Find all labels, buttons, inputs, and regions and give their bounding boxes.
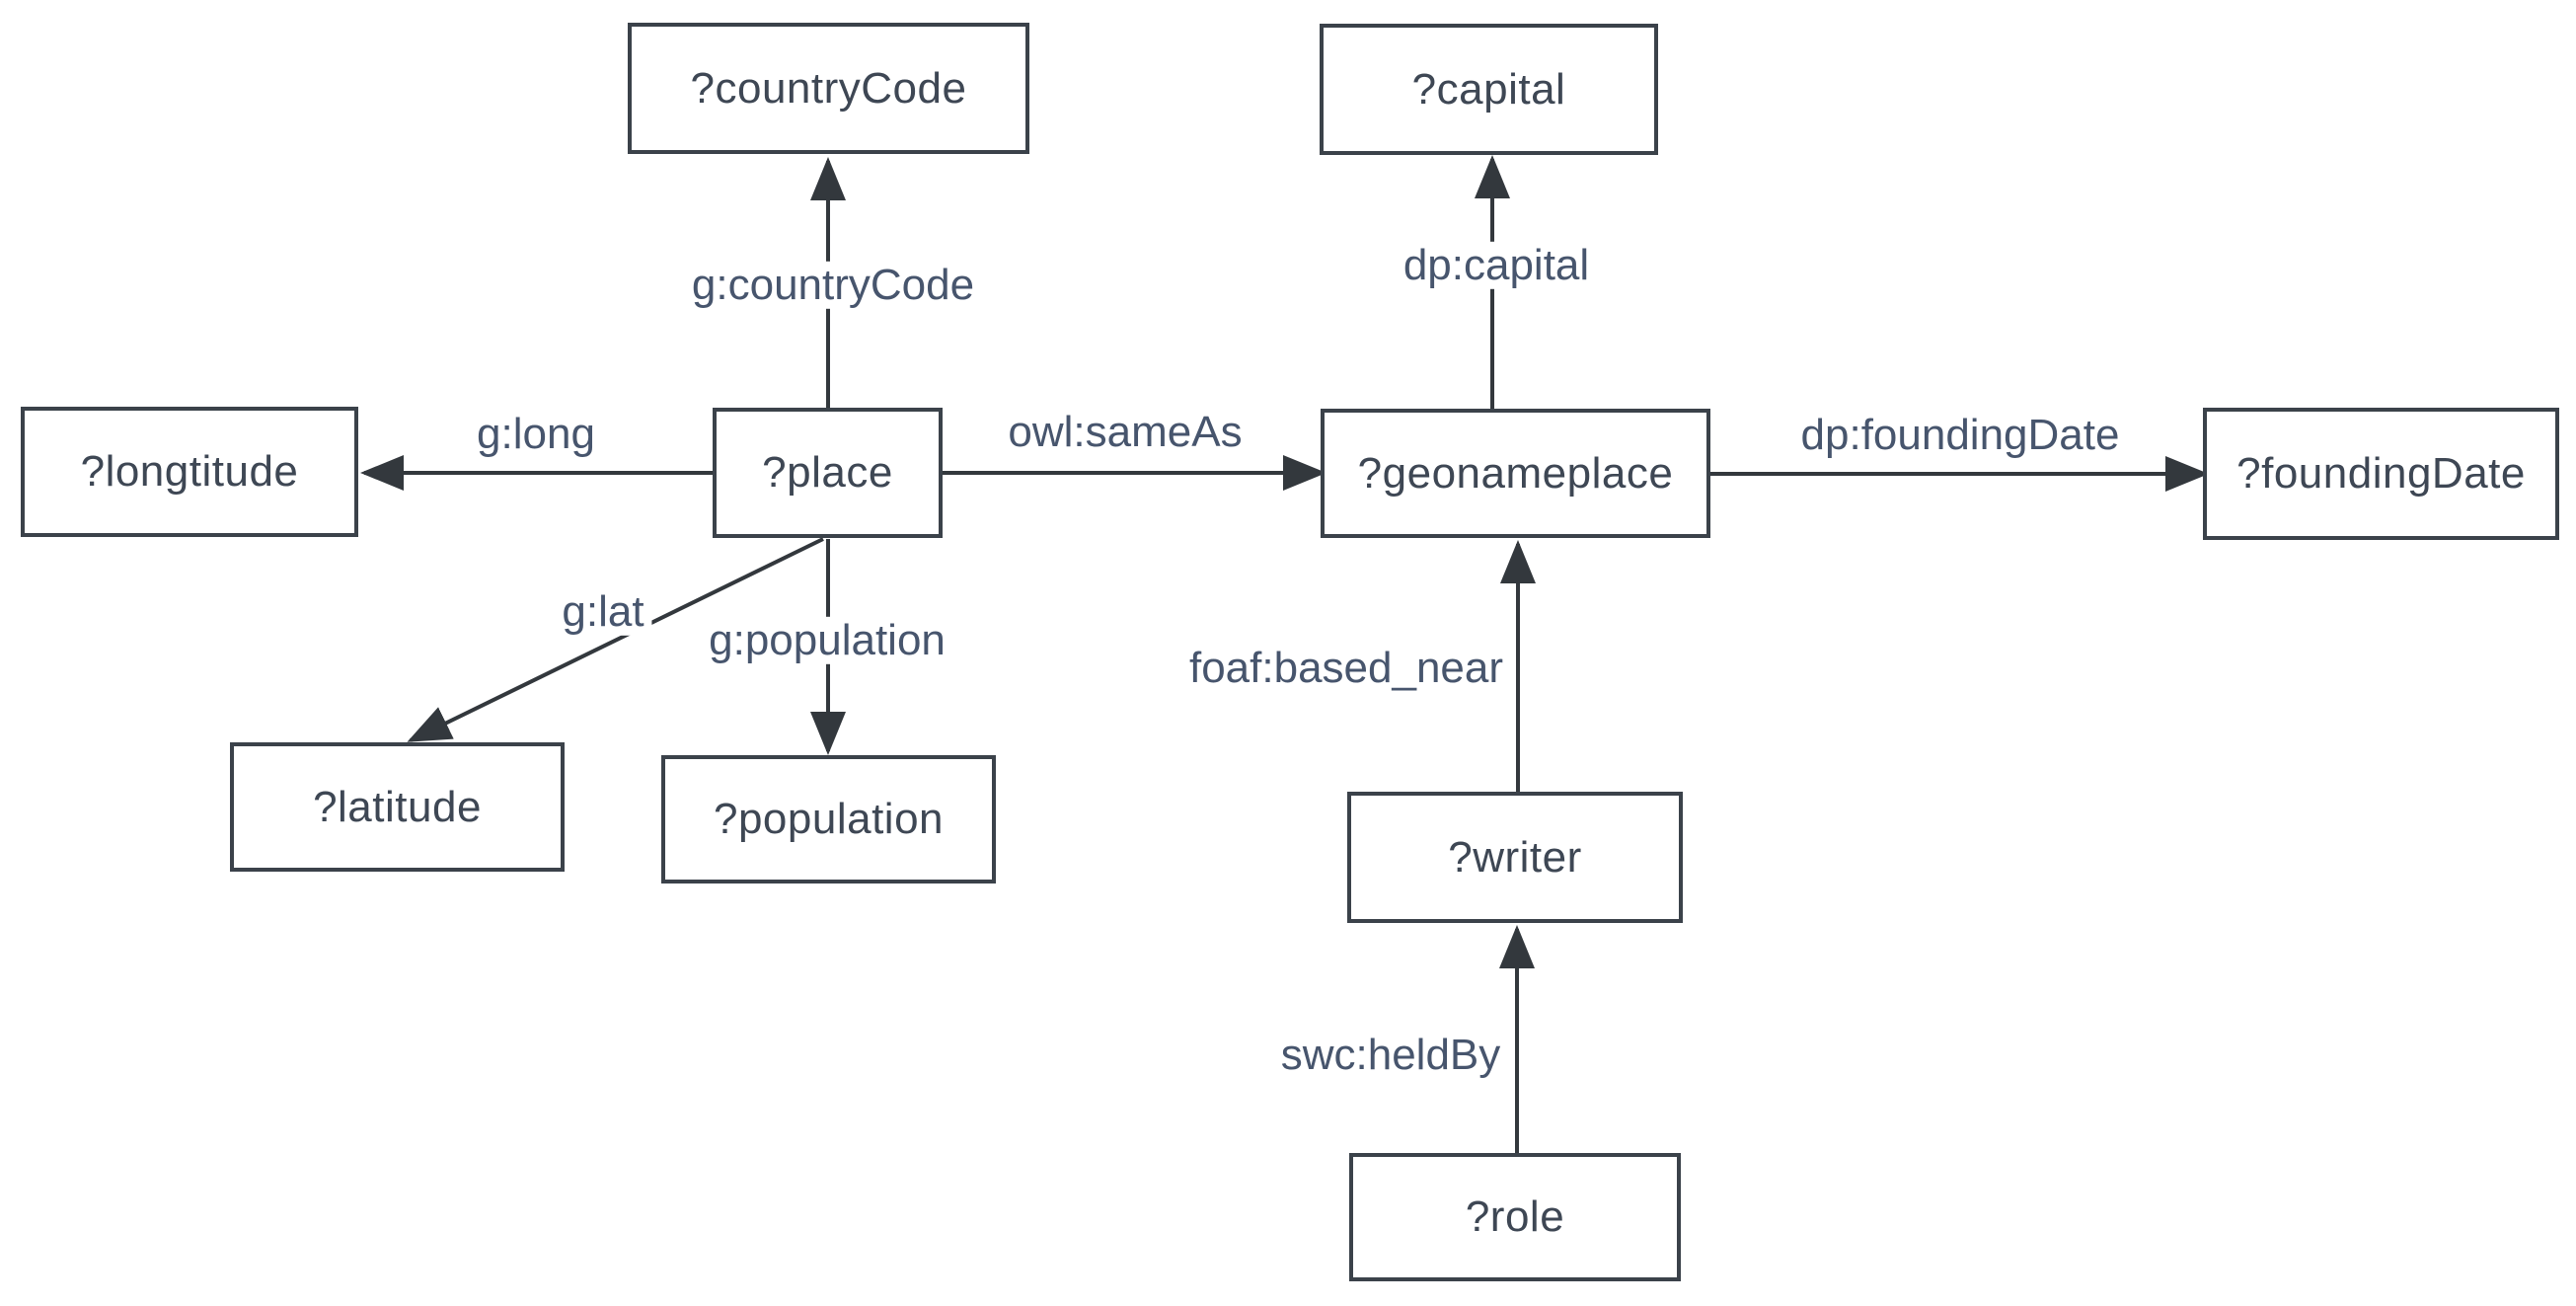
node-countrycode-label: ?countryCode <box>690 63 967 113</box>
node-latitude-label: ?latitude <box>313 782 482 831</box>
node-geonameplace: ?geonameplace <box>1321 409 1710 538</box>
node-population-label: ?population <box>713 795 945 843</box>
edge-label-g-population: g:population <box>701 616 953 665</box>
node-longtitude: ?longtitude <box>21 407 358 537</box>
edge-label-dp-capital: dp:capital <box>1395 241 1598 290</box>
edge-label-owl-sameas: owl:sameAs <box>1000 408 1250 457</box>
node-place: ?place <box>713 408 943 538</box>
node-role: ?role <box>1349 1153 1681 1281</box>
edge-label-swc-heldby: swc:heldBy <box>1272 1031 1509 1080</box>
node-capital: ?capital <box>1320 24 1658 155</box>
node-capital-label: ?capital <box>1411 64 1566 114</box>
edge-label-g-countrycode: g:countryCode <box>683 261 983 310</box>
node-countrycode: ?countryCode <box>628 23 1029 154</box>
edge-label-g-long: g:long <box>469 410 603 459</box>
node-population: ?population <box>661 755 996 883</box>
edge-line-g-lat <box>407 537 824 742</box>
node-geonameplace-label: ?geonameplace <box>1357 448 1674 498</box>
node-foundingdate-label: ?foundingDate <box>2236 449 2526 498</box>
node-writer-label: ?writer <box>1448 832 1582 882</box>
edge-label-dp-foundingdate: dp:foundingDate <box>1792 411 2128 460</box>
edge-label-g-lat: g:lat <box>554 587 652 637</box>
edge-label-foaf-based-near: foaf:based_near <box>1180 644 1512 693</box>
node-place-label: ?place <box>762 448 893 497</box>
node-writer: ?writer <box>1347 792 1683 923</box>
node-role-label: ?role <box>1465 1192 1565 1241</box>
node-latitude: ?latitude <box>230 742 565 872</box>
node-longtitude-label: ?longtitude <box>80 447 299 496</box>
node-foundingdate: ?foundingDate <box>2203 408 2559 540</box>
